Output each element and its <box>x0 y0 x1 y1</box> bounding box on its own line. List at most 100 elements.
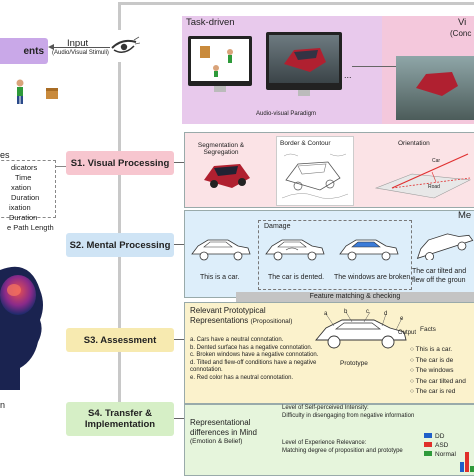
fact-item: ○ The car is red <box>410 388 456 395</box>
flow-line-top-horizontal <box>118 2 474 5</box>
task-title: Task-driven <box>186 17 235 28</box>
input-label: Input <box>67 38 89 49</box>
legend-item-dd: DD <box>424 432 456 441</box>
legend: DD ASD Normal <box>424 432 456 459</box>
stage-s2-label: S2. Mental Processing <box>69 239 171 251</box>
output-label: Output <box>398 330 417 336</box>
border-label: Border & Contour <box>280 140 331 147</box>
orientation-label: Orientation <box>398 140 430 147</box>
indicator-item: dicators <box>11 163 38 172</box>
orientation-diagram <box>374 153 472 199</box>
prototype-label: Prototype <box>340 360 368 367</box>
fact-radio-icon: ○ <box>410 388 416 395</box>
damage-label: Damage <box>264 223 291 230</box>
mental-caption-2: The car is dented. <box>268 274 325 281</box>
car-sketch-4 <box>416 233 474 260</box>
facts-list: ○ This is a car. ○ The car is de ○ The w… <box>410 345 474 398</box>
feature-matching-label: Feature matching & checking <box>309 293 401 300</box>
mental-label: Me <box>458 210 472 221</box>
proposition-item: c. Broken windows have a negative connot… <box>190 352 319 358</box>
legend-swatch-asd <box>424 442 432 447</box>
bar-normal <box>470 466 474 472</box>
seg-label: Segmentation & Segregation <box>197 142 245 156</box>
level2-text: Level of Experience Relevance: Matching … <box>282 440 422 455</box>
indicator-item: e Path Length <box>7 223 54 232</box>
fact-radio-icon: ○ <box>410 377 416 385</box>
road-axis-label: Road <box>428 184 440 190</box>
task-ellipsis: ... <box>344 70 352 80</box>
level2-title: Level of Experience Relevance: <box>282 440 367 446</box>
task-connector <box>352 66 396 67</box>
bar-dd <box>460 462 464 472</box>
flow-line-top <box>118 2 121 30</box>
level1-text: Level of Self-perceived Intensity: Diffi… <box>282 405 432 420</box>
mental-caption-3: The windows are broken. <box>334 274 413 281</box>
head-brain-icon <box>0 266 43 390</box>
task-caption: Audio-visual Paradigm <box>256 111 317 117</box>
proto-letter-e: e <box>400 316 404 322</box>
facts-title: Facts <box>420 326 436 333</box>
stage-s4: S4. Transfer & Implementation <box>66 402 174 436</box>
bottom-left-label: n <box>0 400 6 410</box>
stage-s3: S3. Assessment <box>66 328 174 352</box>
stage-s3-label: S3. Assessment <box>83 334 157 346</box>
stage-s1-label: S1. Visual Processing <box>70 157 170 169</box>
monitor-2 <box>266 32 342 90</box>
monitor-1 <box>188 36 252 86</box>
monitor-1-stand <box>214 86 226 92</box>
proposition-item: e. Red color has a neutral connotation. <box>190 374 294 381</box>
child-figure-icon <box>16 79 58 104</box>
fact-item: ○ The windows <box>410 367 454 374</box>
indicators-title: es <box>0 150 10 160</box>
legend-swatch-normal <box>424 451 432 456</box>
fact-radio-icon: ○ <box>410 346 416 353</box>
transfer-title-sub: (Emotion & Belief) <box>190 438 243 445</box>
stimuli-box: ents <box>0 38 48 64</box>
feature-matching-bar: Feature matching & checking <box>236 292 474 302</box>
proto-letter-c: c <box>366 309 369 315</box>
assessment-title: Relevant Prototypical Representations (P… <box>190 306 310 326</box>
mental-caption-4: The car tilted and flew off the groun <box>412 268 467 284</box>
transfer-title-text: Representational differences in Mind <box>190 418 257 437</box>
level2-desc: Matching degree of proposition and proto… <box>282 447 403 454</box>
car-sketch-2 <box>265 239 325 261</box>
proto-letter-d: d <box>384 311 388 317</box>
assessment-title-text: Relevant Prototypical Representations <box>190 306 266 325</box>
monitor-2-stand <box>298 90 310 96</box>
level1-title: Level of Self-perceived Intensity: <box>282 405 369 411</box>
eye-icon <box>111 36 140 53</box>
legend-swatch-dd <box>424 433 432 438</box>
level1-desc: Difficulty in disengaging from negative … <box>282 412 415 419</box>
indicator-item: Time <box>15 173 32 182</box>
indicator-connector <box>56 166 66 167</box>
stimuli-box-label: ents <box>23 45 44 57</box>
mental-caption-1: This is a car. <box>200 274 240 281</box>
proposition-item: a. Cars have a neutral connotation. <box>190 337 284 343</box>
border-panel <box>276 136 354 206</box>
fact-item: ○ The car tilted and <box>410 377 466 385</box>
input-sub-label: (Audio/Visual Stimuli) <box>52 50 109 56</box>
input-arrow-head <box>48 44 54 50</box>
legend-item-normal: Normal <box>424 450 456 459</box>
car-sketch-3 <box>339 239 399 261</box>
proto-letter-b: b <box>344 309 348 315</box>
assessment-title-sub: (Propositional) <box>250 317 293 325</box>
proto-letter-a: a <box>324 311 328 317</box>
visual-concept-sub: (Conc <box>450 29 472 38</box>
damage-box <box>258 220 412 290</box>
s2-arrow <box>174 244 184 245</box>
input-arrow <box>52 47 110 48</box>
indicator-item: xation Duration <box>11 183 40 202</box>
indicators-box: dicators Time xation Duration ixation Du… <box>0 160 56 232</box>
stage-s4-label: S4. Transfer & Implementation <box>84 408 156 430</box>
indicator-item: ixation Duration <box>9 203 38 222</box>
bar-asd <box>465 452 469 472</box>
s4-arrow <box>174 418 184 419</box>
fact-radio-icon: ○ <box>410 367 416 374</box>
legend-item-asd: ASD <box>424 441 456 450</box>
fact-item: ○ The car is de <box>410 356 454 364</box>
proposition-item: d. Tilted and flew-off conditions have a… <box>190 359 317 374</box>
car-sketch-1 <box>191 239 251 261</box>
assessment-list: a. Cars have a neutral connotation. b. D… <box>190 337 326 382</box>
s3-arrow <box>174 339 184 340</box>
